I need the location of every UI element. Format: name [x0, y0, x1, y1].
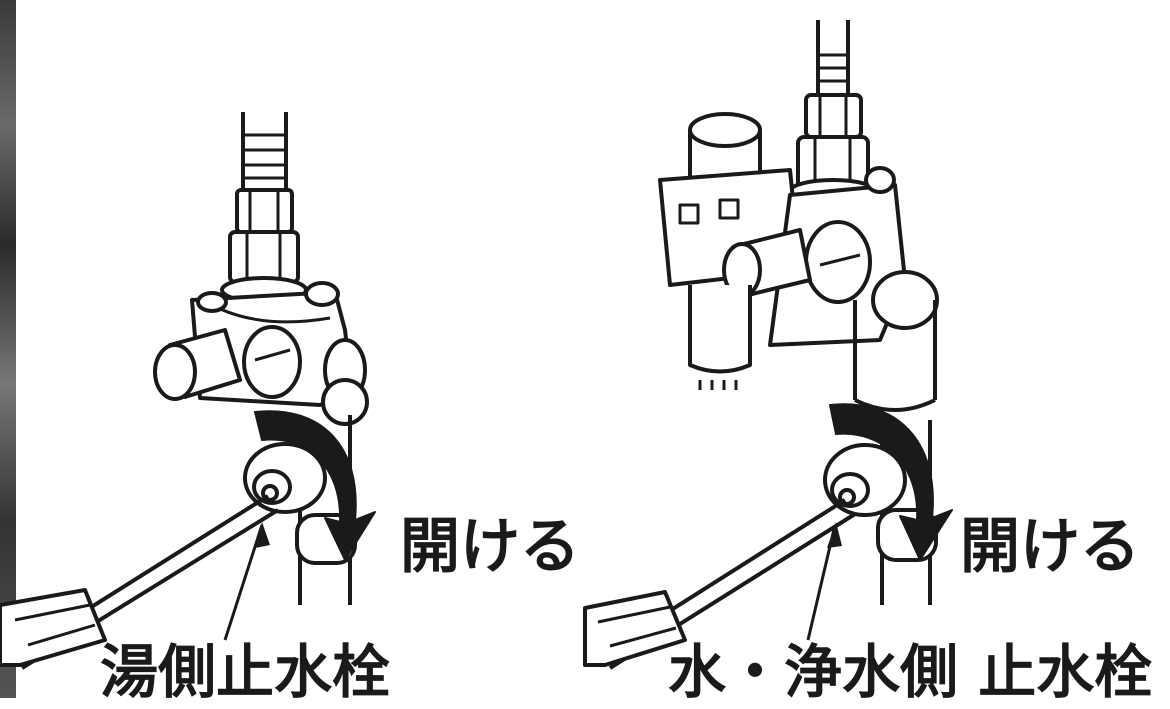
open-label-left: 開ける — [400, 512, 580, 582]
left-rotate-arrow-icon — [254, 410, 376, 561]
water-side-valve-label: 水・浄水側 止水栓 — [668, 638, 1153, 706]
right-rotate-arrow-icon — [829, 403, 953, 561]
hot-side-valve-label: 湯側止水栓 — [100, 638, 391, 706]
right-valve-unit-icon — [658, 20, 939, 605]
right-screwdriver-icon — [583, 498, 857, 670]
photo-edge-strip — [0, 0, 16, 698]
open-label-right: 開ける — [960, 512, 1140, 582]
left-screwdriver-icon — [0, 494, 280, 670]
left-pointer-line — [223, 524, 264, 641]
